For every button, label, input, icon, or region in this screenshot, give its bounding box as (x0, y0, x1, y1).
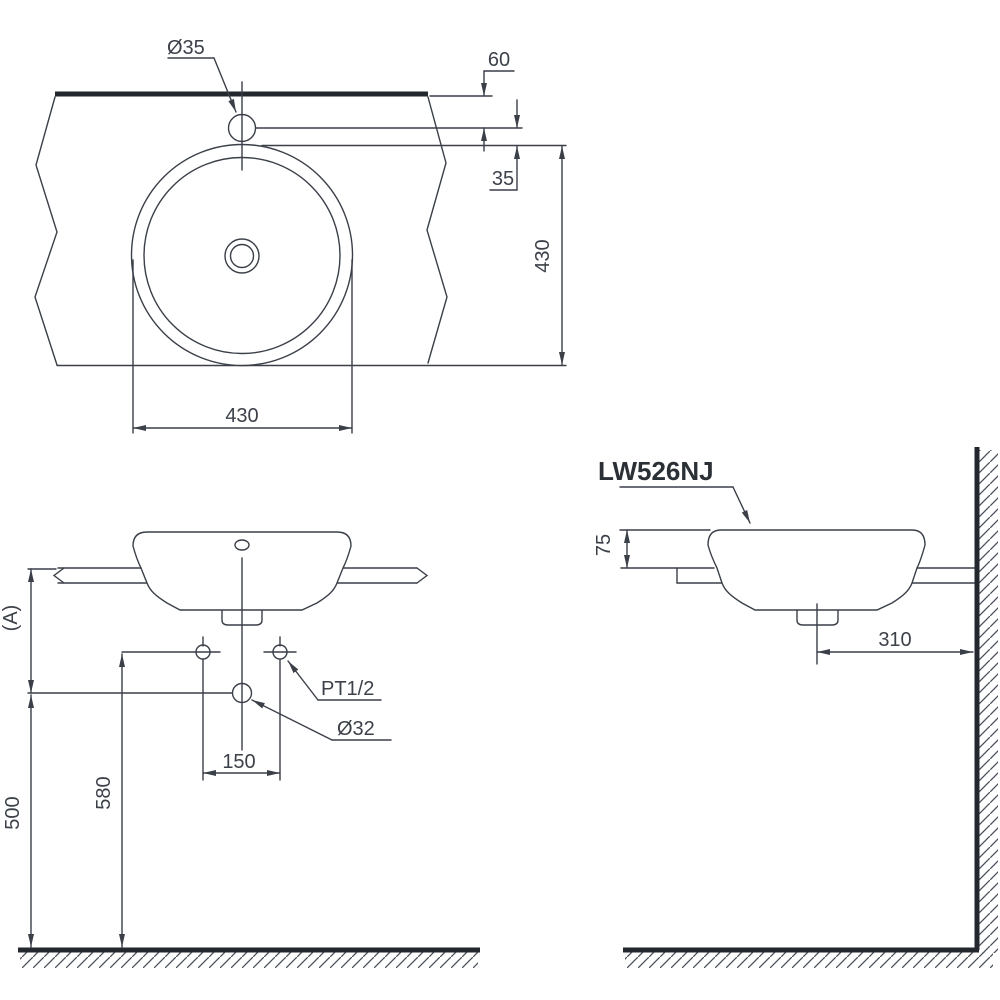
faucet-hole-label: Ø35 (167, 37, 205, 59)
product-code-label: LW526NJ (598, 456, 714, 486)
faucet-leader-line (213, 57, 237, 113)
dim60-label: 60 (488, 49, 510, 71)
basin-outline-side (707, 529, 926, 611)
overflow-hole (234, 539, 250, 551)
floor-hatching-front (20, 952, 478, 968)
supply-thread-label: PT1/2 (321, 678, 374, 700)
counter-break-edge-right (426, 96, 448, 364)
plan-view: 60 35 430 430 Ø35 (34, 37, 567, 434)
dim580-label: 580 (93, 776, 115, 809)
wall-hatching (979, 450, 998, 953)
drain-inner-circle (229, 243, 255, 269)
supply-left-circle (195, 644, 211, 660)
product-code-leader (732, 486, 751, 524)
basin-rim-outer-circle (130, 143, 354, 367)
dim500-label: 500 (2, 796, 24, 829)
dim75-label: 75 (593, 534, 615, 556)
dim35-label: 35 (492, 168, 514, 190)
floor-hatching-side (625, 952, 993, 968)
drain-leader-line (251, 699, 333, 741)
front-view: (A) 500 580 150 PT1/2 Ø32 (0, 531, 480, 968)
drain-outer-circle (224, 238, 260, 274)
dimA-label: (A) (0, 605, 22, 632)
counter-break-edge-left (34, 96, 58, 366)
drain-diameter-label: Ø32 (337, 718, 375, 740)
counter-break-left (52, 567, 65, 584)
side-view: 75 310 LW526NJ (593, 447, 998, 968)
dim430h-label: 430 (225, 405, 258, 427)
counter-break-right (416, 567, 429, 584)
supply-leader-line (287, 660, 319, 701)
dim150-label: 150 (222, 751, 255, 773)
supply-right-circle (272, 644, 288, 660)
dim310-label: 310 (878, 629, 911, 651)
dim430v-label: 430 (532, 239, 554, 272)
